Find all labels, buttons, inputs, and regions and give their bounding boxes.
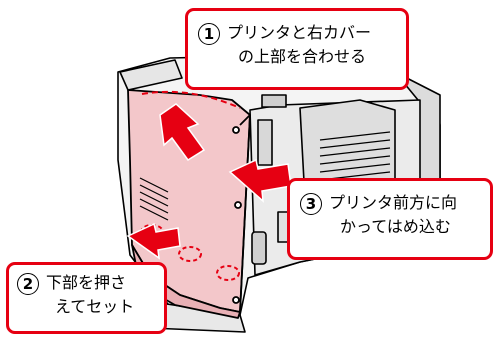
callout-step-2: 2 下部を押さ えてセット (6, 262, 167, 334)
callout-step-3-line-1: 3 プリンタ前方に向 (300, 191, 484, 215)
callout-step-1: 1 プリンタと右カバー の上部を合わせる (185, 8, 409, 90)
arrow-up-icon (159, 103, 206, 162)
callout-step-2-text-2: えてセット (55, 297, 135, 316)
cover-vent (139, 177, 169, 221)
step-2-number: 2 (17, 273, 39, 295)
callout-step-3-text-2: かってはめ込む (340, 217, 451, 236)
callout-step-1-line-1: 1 プリンタと右カバー (198, 21, 398, 45)
callout-step-1-text-2: の上部を合わせる (238, 47, 367, 66)
arrow-push-in-icon (228, 158, 292, 203)
top-alignment-guide (141, 90, 241, 109)
callout-step-2-text-1: 下部を押さ (46, 273, 127, 292)
arrow-press-icon (126, 222, 181, 260)
callout-step-3-text-1: プリンタ前方に向 (329, 193, 458, 212)
callout-step-1-text-1: プリンタと右カバー (227, 23, 372, 42)
callout-step-2-line-1: 2 下部を押さ (17, 271, 158, 295)
step-3-number: 3 (300, 193, 322, 215)
step-1-number: 1 (198, 23, 220, 45)
callout-step-3: 3 プリンタ前方に向 かってはめ込む (287, 178, 493, 260)
